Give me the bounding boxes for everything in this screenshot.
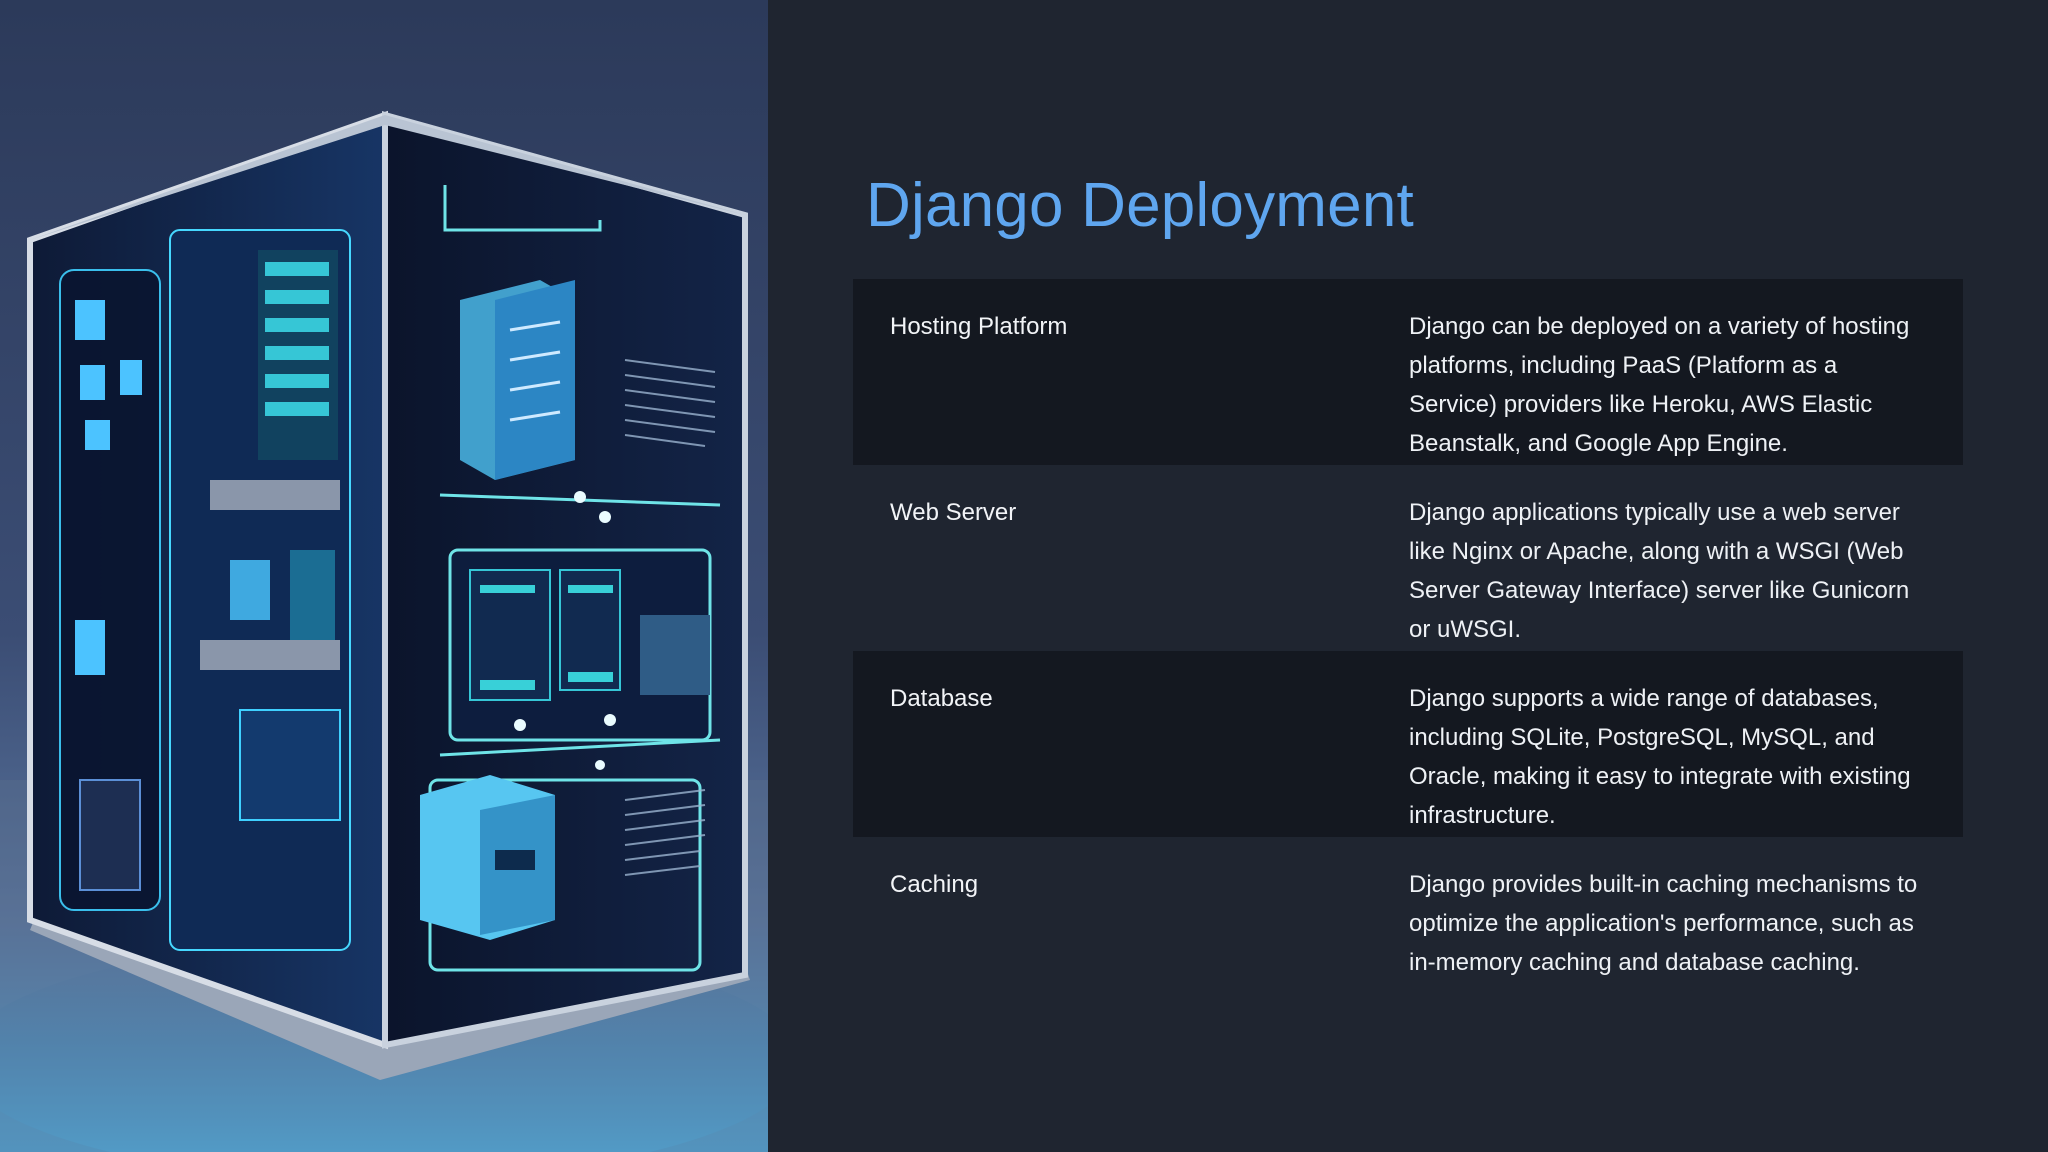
row-label-caching: Caching xyxy=(890,871,979,898)
row-label-database: Database xyxy=(890,685,993,712)
server-cabinet-image xyxy=(0,110,768,1152)
row-description-web-server: Django applications typically use a web … xyxy=(1409,499,1910,643)
table-row: Web Server Django applications typically… xyxy=(853,465,1963,651)
slide-title: Django Deployment xyxy=(866,171,1414,240)
row-description-database: Django supports a wide range of database… xyxy=(1409,685,1911,829)
table-row: Database Django supports a wide range of… xyxy=(853,651,1963,837)
row-description-caching: Django provides built-in caching mechani… xyxy=(1409,871,1918,976)
deployment-table: Hosting Platform Django can be deployed … xyxy=(853,279,1963,1023)
row-label-hosting-platform: Hosting Platform xyxy=(890,313,1068,340)
server-illustration xyxy=(0,0,768,1152)
table-row: Caching Django provides built-in caching… xyxy=(853,837,1963,1023)
row-label-web-server: Web Server xyxy=(890,499,1017,526)
table-row: Hosting Platform Django can be deployed … xyxy=(853,279,1963,465)
row-description-hosting-platform: Django can be deployed on a variety of h… xyxy=(1409,313,1910,457)
